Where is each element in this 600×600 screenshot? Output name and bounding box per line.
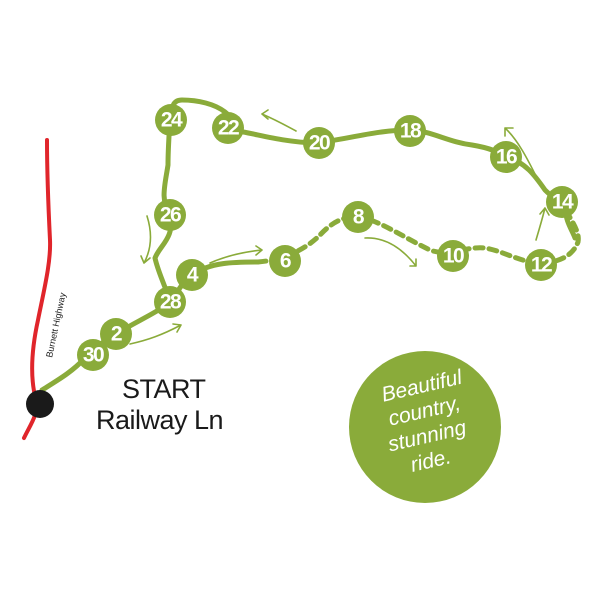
arrow-icon — [535, 207, 550, 241]
marker-label: 8 — [353, 206, 365, 229]
marker-label: 24 — [161, 109, 183, 132]
marker-2: 2 — [100, 318, 132, 350]
marker-14: 14 — [546, 186, 578, 218]
start-title: START — [122, 374, 206, 404]
route-path-return-north — [152, 97, 235, 305]
marker-label: 16 — [496, 146, 517, 169]
marker-12: 12 — [525, 249, 557, 281]
marker-label: 10 — [443, 245, 464, 268]
start-point-icon — [26, 390, 54, 418]
marker-label: 2 — [111, 323, 122, 346]
marker-18: 18 — [394, 115, 426, 147]
marker-8: 8 — [342, 201, 374, 233]
marker-label: 4 — [187, 264, 199, 287]
marker-16: 16 — [490, 141, 522, 173]
marker-label: 26 — [160, 204, 181, 227]
marker-22: 22 — [212, 112, 244, 144]
marker-label: 28 — [160, 291, 182, 314]
marker-28: 28 — [154, 286, 186, 318]
marker-10: 10 — [437, 240, 469, 272]
marker-label: 18 — [400, 120, 422, 143]
arrow-icon — [504, 127, 538, 179]
direction-arrows — [129, 109, 550, 345]
route-path-top — [229, 127, 509, 161]
marker-26: 26 — [154, 199, 186, 231]
marker-4: 4 — [176, 259, 208, 291]
marker-label: 22 — [218, 117, 239, 140]
arrow-icon — [140, 215, 152, 264]
marker-label: 6 — [280, 250, 291, 273]
arrow-icon — [129, 323, 182, 345]
marker-30: 30 — [77, 339, 109, 371]
marker-label: 12 — [531, 254, 552, 277]
route-path-start — [39, 259, 261, 393]
marker-6: 6 — [269, 245, 301, 277]
start-place: Railway Ln — [96, 405, 223, 435]
arrow-icon — [209, 245, 263, 264]
marker-20: 20 — [303, 127, 335, 159]
marker-label: 30 — [83, 344, 104, 367]
marker-24: 24 — [155, 104, 187, 136]
marker-label: 20 — [309, 132, 330, 155]
marker-label: 14 — [552, 191, 574, 214]
arrow-icon — [261, 109, 297, 132]
tagline-badge: Beautiful country, stunning ride. — [349, 351, 501, 503]
arrow-icon — [364, 237, 417, 267]
road-label: Burnett Highway — [44, 291, 68, 358]
